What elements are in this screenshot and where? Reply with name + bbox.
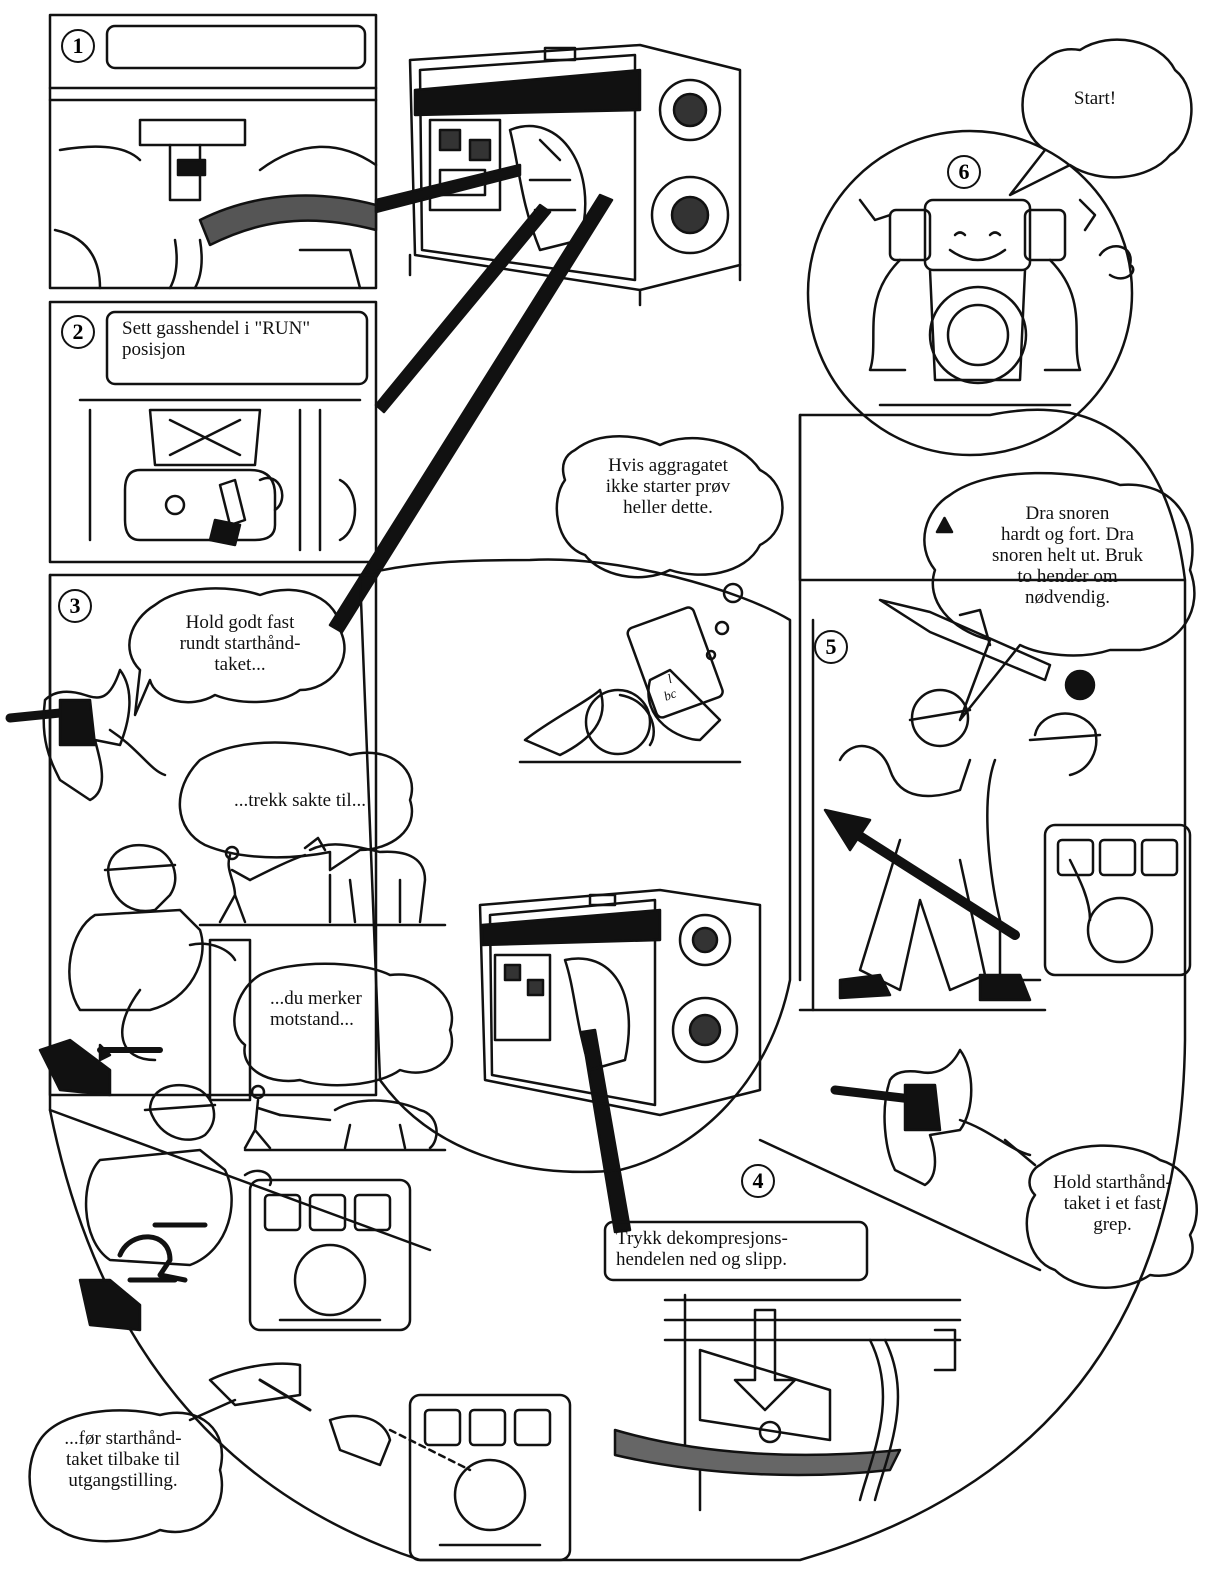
pointer-3 [328,193,614,634]
small-generator-d [208,938,252,1102]
hand-left [5,668,167,802]
center-bubble [358,558,792,1174]
panel-1 [48,13,378,290]
thought-dot-2 [714,620,730,636]
bubble-if-not-shape [555,435,784,579]
kneeling-figure-1 [38,843,237,1097]
step-number-6: 6 [947,155,981,189]
step-number-5: 5 [814,630,848,664]
outer-border [48,408,1187,1562]
panel-6 [806,129,1135,457]
bubble-pull-hard-text: Dra snoren hardt og fort. Dra snoren hel… [992,503,1143,608]
bubble-return-text: ...før starthånd- taket tilbake til utga… [64,1428,182,1491]
small-generator-b [408,1393,572,1562]
bubble-pull-hard-shape [923,471,1196,722]
bubble-return-shape [28,1398,237,1543]
step-number-3: 3 [58,589,92,623]
bubble-if-not-text: Hvis aggragatet ikke starter prøv heller… [605,455,731,518]
thought-dot-1 [722,582,744,604]
kneeling-figure-2 [78,1083,273,1332]
small-generator-c [1043,823,1192,977]
panel-3-box [48,573,378,1097]
hand-right [830,1048,1032,1187]
panel-2 [48,300,378,564]
step-4-label: Trykk dekompresjons- hendelen ned og sli… [616,1228,788,1270]
bubble-hold-grip-text: Hold starthånd- taket i et fast grep. [1053,1172,1172,1235]
bubble-pull-slow-text: ...trekk sakte til... [234,790,366,811]
bubble-resistance-shape [233,962,454,1087]
step-number-2: 2 [61,315,95,349]
panel-5 [798,618,1102,1012]
bubble-resistance-text: ...du merker motstand... [270,988,362,1030]
bubble-hold-firm-shape [128,587,346,717]
divider-3 [48,1108,432,1252]
bubble-start-text: Start! [1073,88,1117,109]
panel-4 [603,1220,962,1512]
pointer-2 [374,203,552,414]
step-1-label [120,30,350,64]
warning-triangle [935,516,954,534]
rocket [878,598,1052,682]
thinking-figure [518,606,742,764]
step-number-4: 4 [741,1164,775,1198]
small-generator-a [248,1178,412,1332]
step-2-label: Sett gasshendel i "RUN" posisjon [122,318,311,360]
bubble-pull-slow-shape [178,741,414,872]
generator-center [478,888,762,1117]
divider-4 [758,1138,1042,1272]
bubble-start-shape [1008,38,1193,197]
pointer-1 [374,163,522,214]
bubble-hold-grip-shape [1003,1138,1198,1289]
bubble-hold-firm-text: Hold godt fast rundt starthånd- taket... [179,612,301,675]
step-number-1: 1 [61,29,95,63]
generator-top [408,43,742,307]
pointer-4 [580,1028,632,1234]
